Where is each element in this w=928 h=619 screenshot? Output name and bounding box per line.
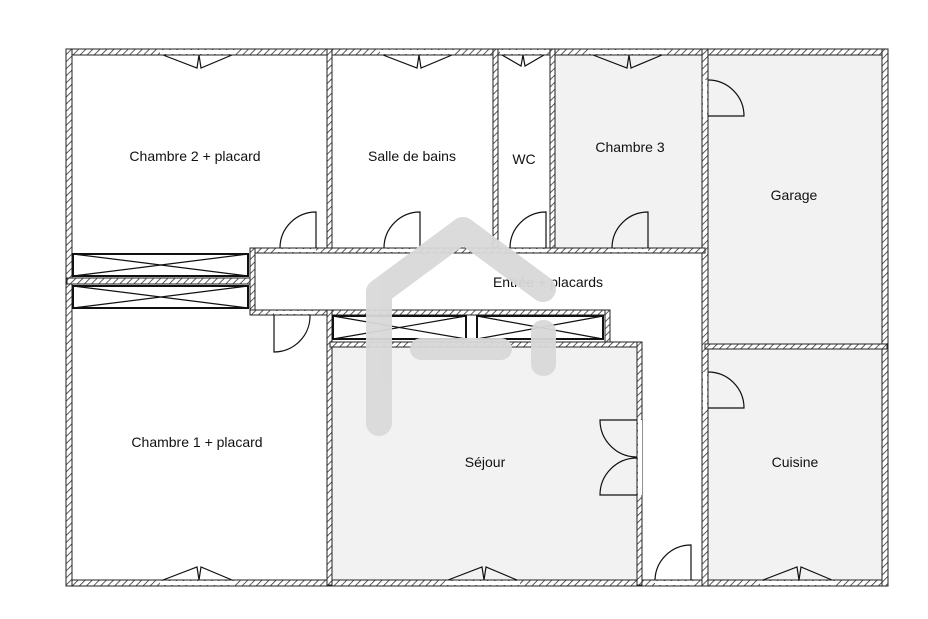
room-chambre1 — [67, 313, 330, 585]
label-garage: Garage — [771, 187, 818, 203]
label-sejour: Séjour — [465, 454, 506, 470]
room-chambre2 — [67, 50, 330, 252]
label-chambre1: Chambre 1 + placard — [131, 434, 262, 450]
label-salle-de-bains: Salle de bains — [368, 148, 456, 164]
house-logo-watermark-icon — [366, 217, 556, 436]
label-cuisine: Cuisine — [772, 454, 819, 470]
room-wc — [495, 50, 553, 250]
label-chambre3: Chambre 3 — [595, 139, 664, 155]
label-chambre2: Chambre 2 + placard — [129, 148, 260, 164]
door-gaps — [160, 50, 835, 585]
room-cuisine — [705, 347, 887, 585]
room-garage — [705, 50, 887, 347]
room-salle-de-bains — [330, 50, 495, 250]
label-wc: WC — [512, 151, 535, 167]
room-entree — [250, 250, 705, 313]
doors — [162, 54, 833, 581]
